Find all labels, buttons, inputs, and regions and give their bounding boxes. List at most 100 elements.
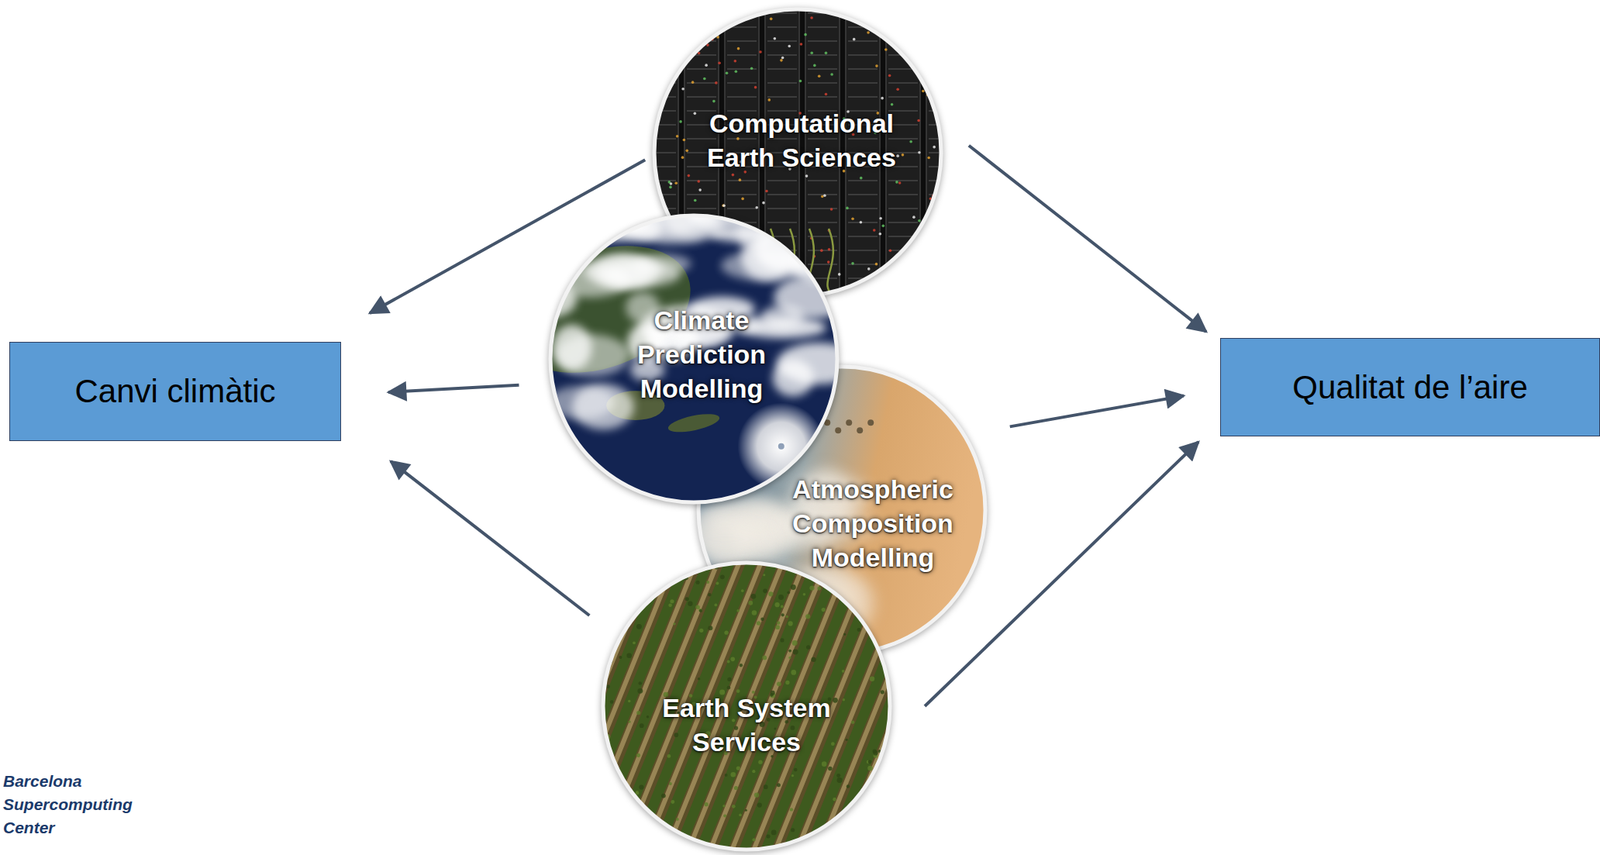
crop-speck [698,608,702,612]
server-slot [928,235,944,238]
server-led [755,206,759,210]
crop-speck [748,600,753,606]
crop-speck [779,637,784,642]
crop-speck [637,688,643,694]
server-led [781,56,785,60]
server-slot [727,137,757,140]
crop-speck [606,838,611,844]
server-led [767,98,771,102]
circle-border [550,215,838,503]
crop-speck [661,576,667,583]
crop-speck [863,585,868,590]
server-slot [686,82,717,84]
crop-speck [855,818,859,823]
server-slot [807,179,838,182]
server-led [876,293,880,297]
server-slot [928,263,944,266]
crop-speck [835,570,839,574]
server-led [914,50,918,54]
crop-speck [645,588,650,593]
crop-speck [638,681,642,685]
crop-speck [820,570,825,576]
server-led [769,17,773,21]
server-led [917,219,921,223]
server-led [722,203,726,207]
crop-speck [762,655,767,660]
crop-speck [791,774,794,777]
server-slot [848,82,878,84]
server-slot [727,82,757,84]
crop-speck [883,635,888,640]
crop-speck [675,817,680,821]
server-slot [651,68,676,70]
server-slot [888,193,918,196]
server-led [870,17,874,21]
crop-speck [645,848,650,852]
server-led [734,59,738,63]
server-led [859,176,863,180]
crop-speck [695,605,700,610]
server-led [899,37,903,41]
server-slot [767,179,797,182]
crop-speck [627,700,632,704]
server-led [912,215,916,219]
server-slot [767,96,797,98]
server-led [852,37,856,42]
crop-speck [699,628,704,633]
crop-speck [635,791,639,795]
crop-speck [866,562,872,568]
crop-speck [625,806,628,810]
crop-speck [790,827,795,832]
crop-speck [850,827,856,833]
server-slot [807,54,838,56]
crop-speck [636,624,642,630]
server-slot [888,179,918,182]
crop-speck [627,720,631,723]
crop-speck [626,652,632,659]
server-slot [651,193,676,196]
server-slot [651,54,676,56]
server-slot [848,235,878,238]
server-led [875,64,879,68]
server-slot [928,68,944,70]
crop-speck [646,715,649,718]
crop-speck [696,580,700,585]
server-led [830,72,834,76]
server-slot [807,221,838,224]
crop-speck [669,599,674,604]
server-led [830,207,834,211]
server-led [669,182,673,186]
crop-speck [641,813,645,818]
crop-speck [878,814,884,821]
server-led [754,86,758,90]
crop-speck [661,793,666,799]
server-slot [807,68,838,70]
crop-speck [727,686,732,690]
crop-speck [715,581,719,585]
server-slot [767,207,797,210]
crop-speck [633,575,636,578]
server-slot [848,12,878,14]
server-led [824,51,828,56]
server-slot [928,124,944,126]
server-led [681,87,685,91]
crop-speck [754,793,759,798]
crop-speck [869,676,875,682]
crop-speck [707,625,713,631]
server-led [693,112,697,116]
server-slot [651,26,676,28]
server-led [687,174,691,178]
server-slot [928,249,944,252]
server-slot [686,12,717,14]
crop-speck [836,773,841,778]
server-led [712,100,716,104]
server-led [859,220,863,225]
crop-speck [842,698,845,701]
server-led [890,103,894,107]
crop-speck [650,834,654,838]
crop-speck [768,591,773,597]
crop-speck [632,641,636,645]
server-led [895,180,899,184]
crop-speck [841,669,845,673]
crop-speck [631,593,635,597]
